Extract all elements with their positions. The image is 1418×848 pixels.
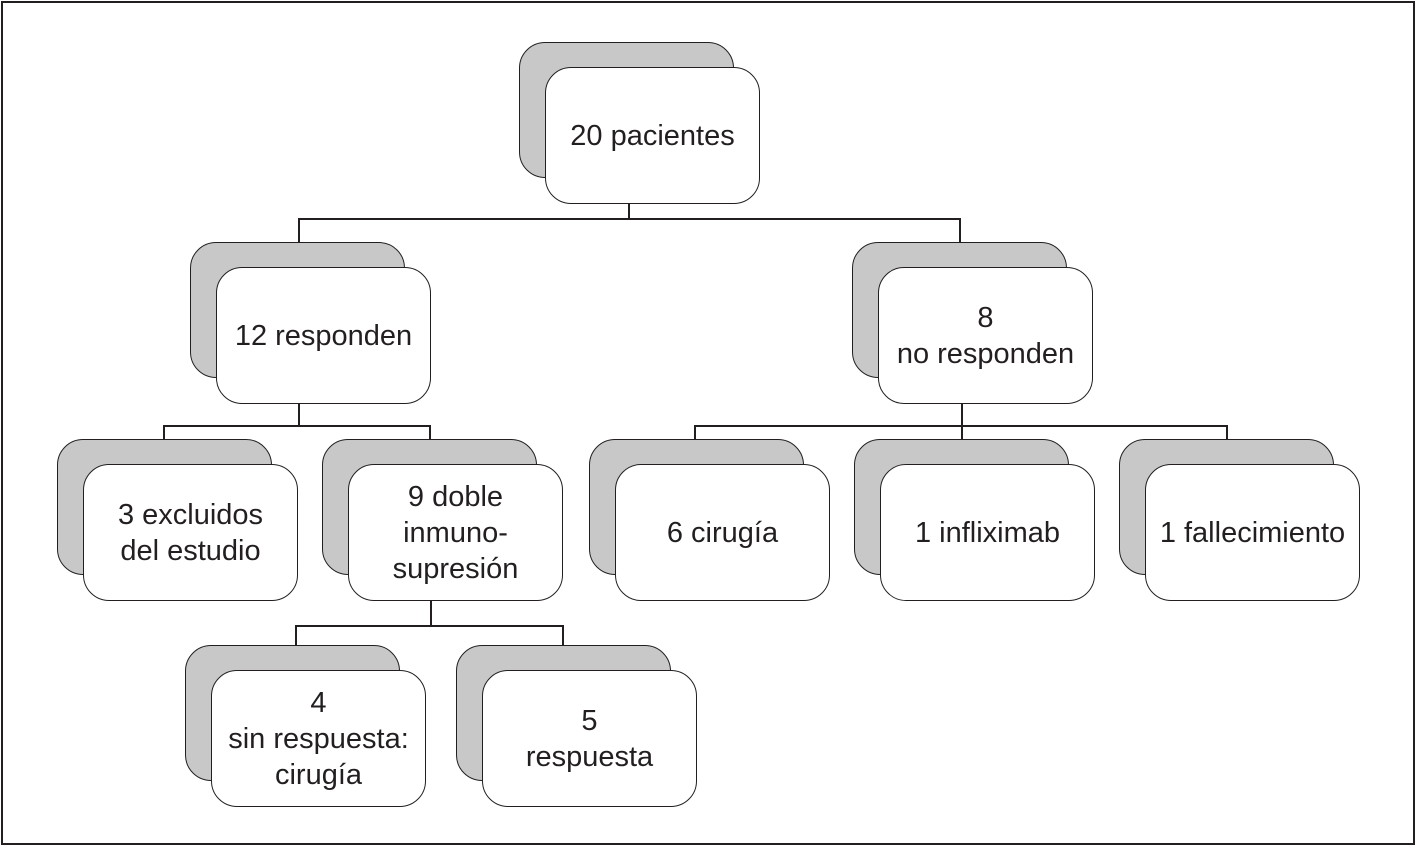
node-6-cirugia: 6 cirugía	[589, 439, 830, 601]
node-9-doble-inmunosupresion: 9 doble inmuno- supresión	[322, 439, 563, 601]
node-label: 6 cirugía	[666, 516, 779, 549]
connector-doble	[295, 600, 432, 645]
node-12-responden: 12 responden	[190, 242, 431, 404]
node-box: 6 cirugía	[615, 464, 830, 601]
connector-responden-right	[299, 425, 431, 439]
node-label: 1 infliximab	[914, 516, 1061, 549]
connector-no-responden	[694, 402, 963, 439]
node-box: 8 no responden	[878, 267, 1093, 404]
node-box: 1 infliximab	[880, 464, 1095, 601]
node-4-sin-respuesta: 4 sin respuesta: cirugía	[185, 645, 426, 807]
node-20-pacientes: 20 pacientes	[519, 42, 760, 204]
node-box: 4 sin respuesta: cirugía	[211, 670, 426, 807]
node-box: 1 fallecimiento	[1145, 464, 1360, 601]
connector-no-responden-right	[962, 425, 1228, 439]
node-1-fallecimiento: 1 fallecimiento	[1119, 439, 1360, 601]
node-label: 20 pacientes	[570, 119, 735, 152]
node-label: 5 respuesta	[525, 704, 654, 773]
connector-doble-right	[431, 625, 564, 645]
node-3-excluidos: 3 excluidos del estudio	[57, 439, 298, 601]
node-label: 12 responden	[234, 319, 413, 352]
node-label: 8 no responden	[896, 301, 1075, 370]
node-label: 3 excluidos del estudio	[117, 498, 264, 567]
connector-root-right	[629, 218, 961, 242]
node-5-respuesta: 5 respuesta	[456, 645, 697, 807]
node-box: 9 doble inmuno- supresión	[348, 464, 563, 601]
node-label: 4 sin respuesta: cirugía	[228, 686, 409, 791]
node-box: 20 pacientes	[545, 67, 760, 204]
node-box: 12 responden	[216, 267, 431, 404]
node-label: 9 doble inmuno- supresión	[392, 480, 519, 585]
node-box: 5 respuesta	[482, 670, 697, 807]
node-8-no-responden: 8 no responden	[852, 242, 1093, 404]
node-label: 1 fallecimiento	[1159, 516, 1346, 549]
node-box: 3 excluidos del estudio	[83, 464, 298, 601]
connector-responden	[163, 402, 300, 439]
node-1-infliximab: 1 infliximab	[854, 439, 1095, 601]
connector-root	[298, 203, 630, 242]
